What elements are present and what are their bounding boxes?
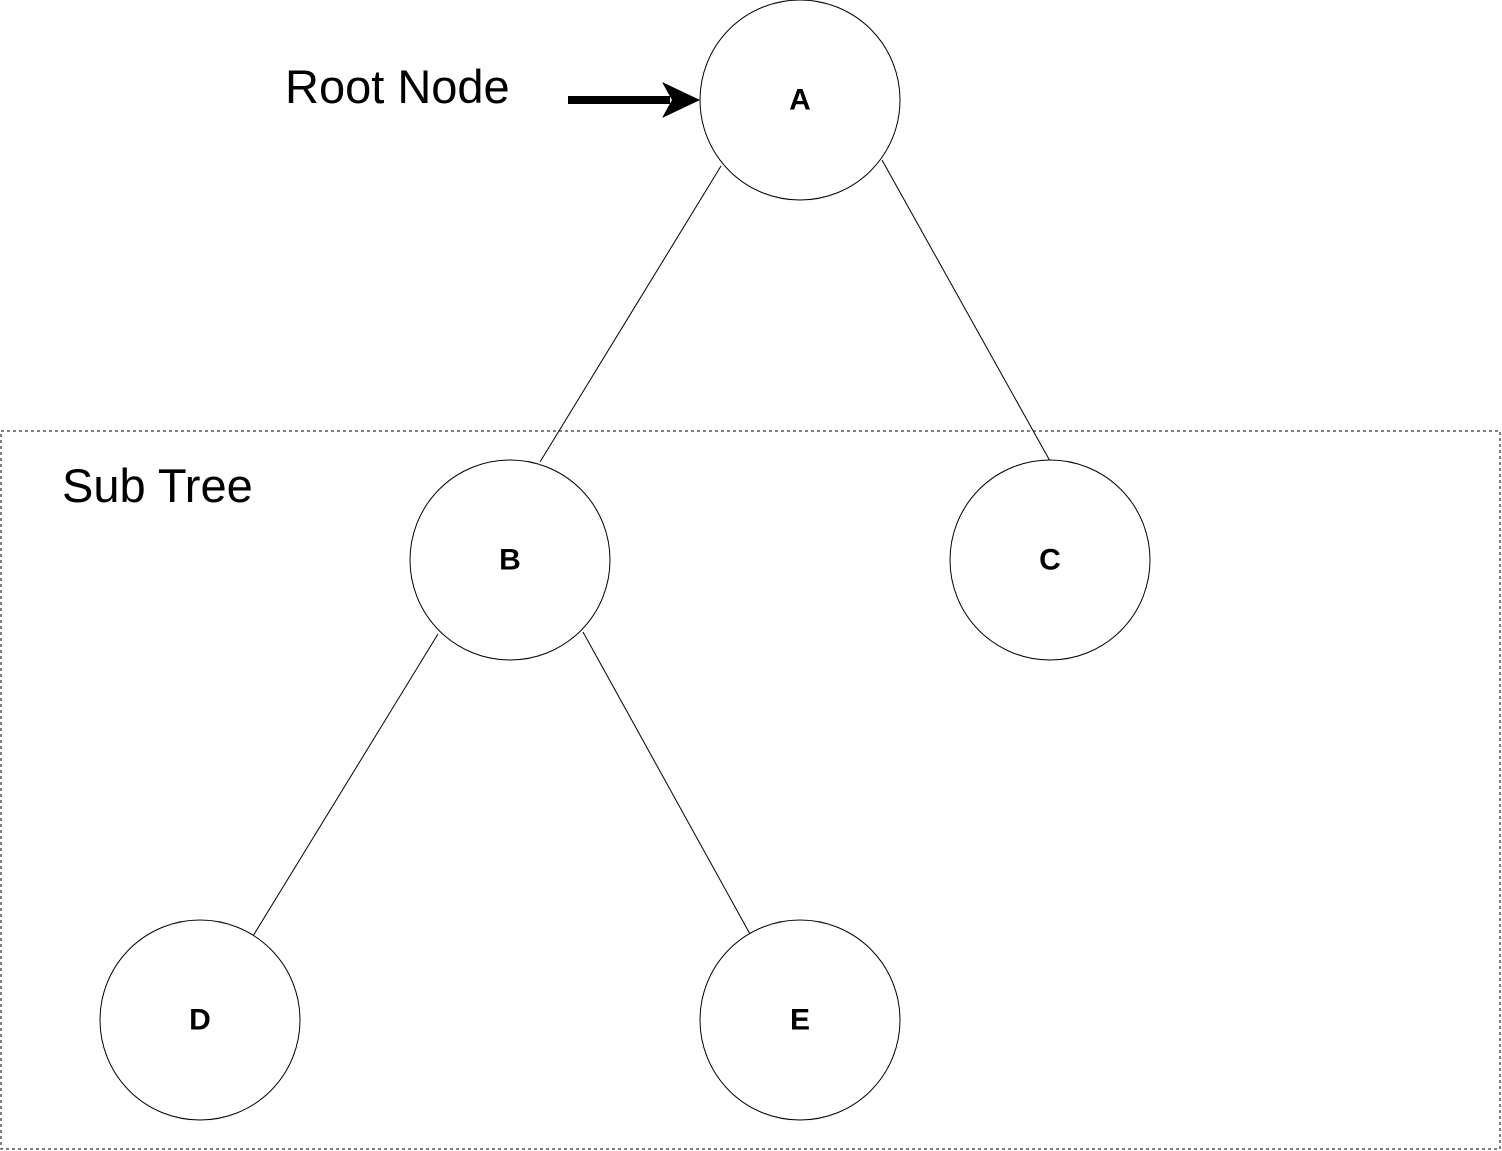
node-e: E: [699, 919, 901, 1121]
node-c-circle: [949, 459, 1151, 661]
subtree-label: Sub Tree: [62, 459, 253, 512]
node-e-circle: [699, 919, 901, 1121]
node-a-label: A: [789, 84, 811, 117]
node-a-circle: [699, 0, 901, 201]
edge-a-c: [881, 159, 1051, 462]
node-a: A: [699, 0, 901, 201]
root-pointer-arrow: [568, 82, 700, 118]
node-b: B: [409, 459, 611, 661]
edge-b-e: [582, 631, 751, 935]
node-e-label: E: [790, 1004, 810, 1037]
node-d-circle: [99, 919, 301, 1121]
node-d-label: D: [189, 1004, 211, 1037]
root-node-label: Root Node: [285, 60, 510, 113]
subtree-region: [0, 430, 1501, 1150]
edge-b-d: [252, 633, 439, 937]
node-d: D: [99, 919, 301, 1121]
node-c-label: C: [1039, 544, 1061, 577]
node-b-circle: [409, 459, 611, 661]
node-c: C: [949, 459, 1151, 661]
edge-a-b: [539, 165, 722, 463]
node-b-label: B: [499, 544, 521, 577]
